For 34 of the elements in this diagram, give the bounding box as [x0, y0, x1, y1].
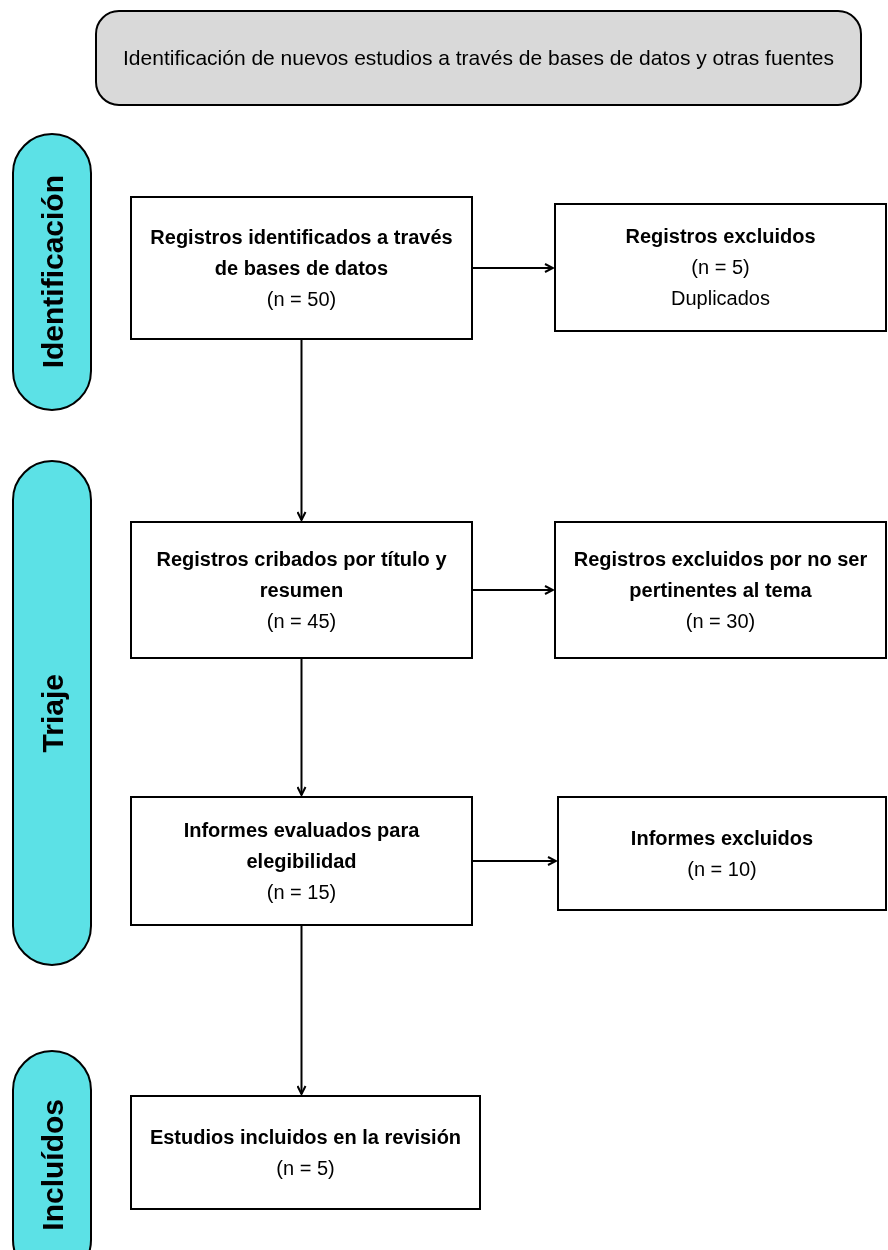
title-box	[95, 10, 862, 106]
box-heading: Registros cribados por título y resumen	[155, 546, 448, 603]
box-text: (n = 5)	[691, 255, 750, 280]
box-text: Duplicados	[671, 286, 770, 311]
process-box	[130, 521, 473, 659]
arrow	[472, 585, 554, 595]
box-text: (n = 45)	[266, 608, 337, 634]
box-text: (n = 30)	[685, 608, 756, 634]
box-heading: Registros identificados a través de bases de datos	[149, 224, 454, 281]
process-box	[130, 1095, 481, 1210]
box-heading: Registros excluidos por no ser pertinentes al tema	[572, 546, 869, 603]
box-heading: Informes evaluados para elegibilidad	[182, 817, 421, 874]
arrow	[472, 856, 557, 866]
box-heading: Informes excluidos	[630, 825, 814, 851]
arrow	[296, 658, 307, 796]
arrow	[472, 263, 554, 273]
process-box	[554, 521, 887, 659]
title-text: Identificación de nuevos estudios a través de bases de datos y otras fuentes	[123, 45, 834, 72]
process-box	[130, 196, 473, 340]
box-text: (n = 10)	[687, 856, 757, 882]
process-box	[554, 203, 887, 332]
box-text: (n = 15)	[266, 879, 337, 905]
box-text: (n = 50)	[266, 286, 337, 312]
phase-band	[12, 1050, 92, 1250]
box-heading: Estudios incluidos en la revisión	[149, 1124, 462, 1150]
phase-label: Triaje	[34, 673, 70, 753]
box-heading: Registros excluidos	[625, 224, 816, 249]
arrow	[296, 339, 307, 521]
phase-label: Incluídos	[34, 1099, 70, 1231]
phase-label: Identificación	[34, 175, 70, 369]
box-text: (n = 5)	[276, 1155, 335, 1181]
arrow	[296, 925, 307, 1095]
process-box	[557, 796, 887, 911]
process-box	[130, 796, 473, 926]
